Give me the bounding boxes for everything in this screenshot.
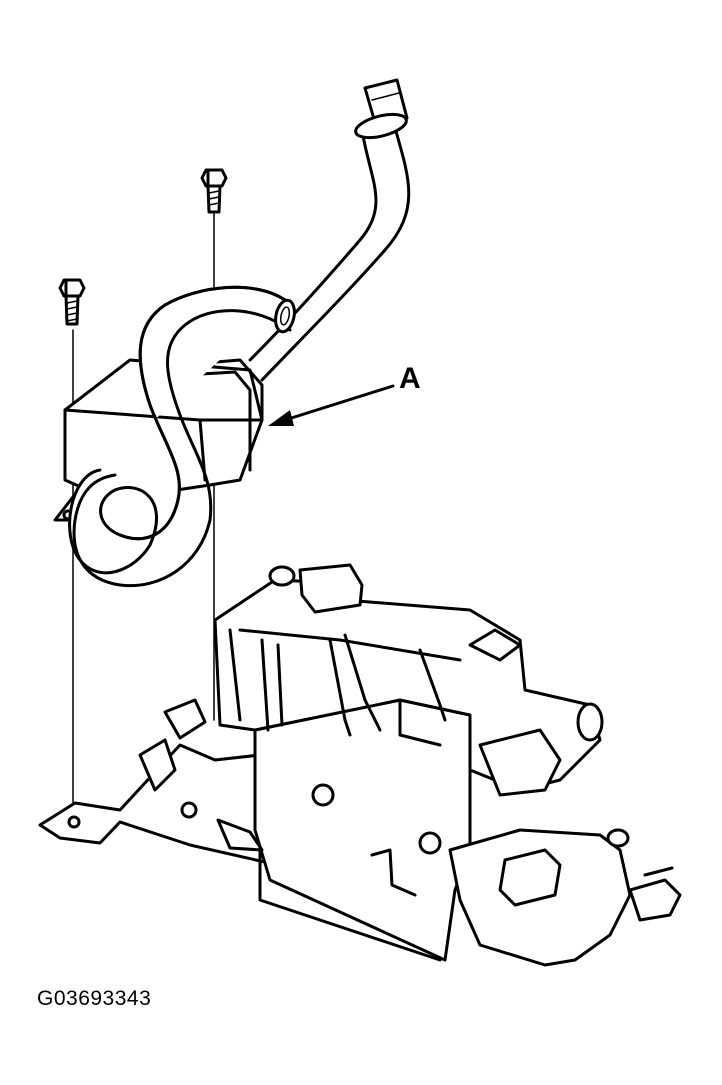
mounting-bracket-icon	[38, 698, 472, 962]
mounting-bolt-icon	[200, 168, 228, 214]
mounting-bolt-icon	[58, 278, 86, 326]
figure-code: G03693343	[37, 987, 152, 1010]
evap-canister-icon	[213, 563, 604, 797]
fuel-vapor-hose-icon	[68, 285, 296, 588]
callout-leader	[268, 384, 395, 426]
bracket-clip-icon	[138, 698, 207, 792]
electrical-connector-icon	[448, 828, 682, 967]
callout-label-a: A	[399, 362, 421, 395]
fuel-vapor-hose-icon	[248, 78, 411, 382]
